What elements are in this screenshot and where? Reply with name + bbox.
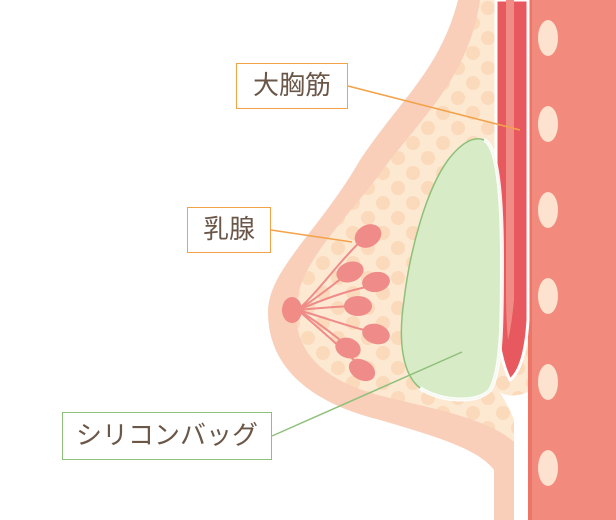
pectoralis-major-label-text: 大胸筋 — [252, 71, 331, 101]
pectoralis-major-label: 大胸筋 — [236, 63, 348, 109]
leader-line-muscle — [347, 85, 521, 131]
leader-line-implant — [271, 351, 463, 437]
silicone-bag-label-text: シリコンバッグ — [75, 421, 258, 451]
leader-line-gland — [270, 229, 353, 243]
mammary-gland-label-text: 乳腺 — [202, 215, 255, 245]
silicone-bag-label: シリコンバッグ — [62, 412, 272, 460]
mammary-gland-label: 乳腺 — [187, 207, 271, 253]
mammary-gland — [297, 224, 390, 382]
rib-spots — [538, 20, 558, 486]
chest-wall — [528, 0, 616, 520]
nipple — [282, 297, 302, 323]
